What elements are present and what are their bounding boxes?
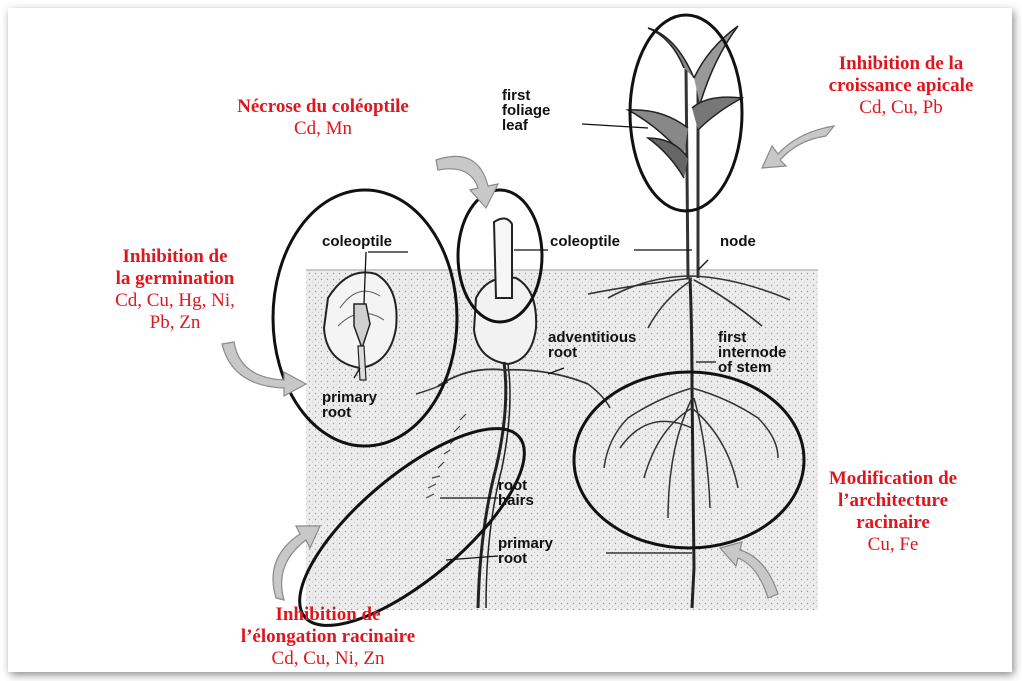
- label-line: primary: [498, 536, 553, 551]
- label-line: root: [548, 345, 636, 360]
- annotation-root-architecture: Modification de l’architecture racinaire…: [788, 468, 998, 556]
- annotation-title-line2: l’élongation racinaire: [178, 626, 478, 648]
- label-primary-root-left: primary root: [322, 390, 377, 420]
- label-line: hairs: [498, 493, 534, 508]
- label-first-foliage-leaf: first foliage leaf: [502, 88, 550, 133]
- label-line: leaf: [502, 118, 550, 133]
- annotation-title-line1: Modification de: [788, 468, 998, 490]
- annotation-title-line2: l’architecture: [788, 490, 998, 512]
- label-coleoptile-center: coleoptile: [550, 234, 620, 249]
- figure-frame: first foliage leaf coleoptile coleoptile…: [8, 8, 1012, 672]
- label-adventitious-root: adventitious root: [548, 330, 636, 360]
- label-line: primary: [322, 390, 377, 405]
- annotation-title-line3: racinaire: [788, 512, 998, 534]
- annotation-metals: Cu, Fe: [788, 534, 998, 556]
- label-line: internode: [718, 345, 786, 360]
- label-line: foliage: [502, 103, 550, 118]
- arrow-apical: [762, 126, 834, 168]
- annotation-metals: Cd, Mn: [188, 118, 458, 140]
- annotation-apical-growth: Inhibition de la croissance apicale Cd, …: [796, 53, 1006, 119]
- annotation-title-line2: la germination: [70, 268, 280, 290]
- annotation-title-line1: Inhibition de la: [796, 53, 1006, 75]
- label-line: first: [718, 330, 786, 345]
- annotation-title-line1: Inhibition de: [70, 246, 280, 268]
- annotation-root-elongation: Inhibition de l’élongation racinaire Cd,…: [178, 604, 478, 670]
- annotation-title-line2: croissance apicale: [796, 75, 1006, 97]
- label-line: of stem: [718, 360, 786, 375]
- label-line: root: [498, 478, 534, 493]
- label-line: first: [502, 88, 550, 103]
- label-first-internode: first internode of stem: [718, 330, 786, 375]
- label-line: adventitious: [548, 330, 636, 345]
- label-node: node: [720, 234, 756, 249]
- annotation-title-line1: Inhibition de: [178, 604, 478, 626]
- annotation-metals-line2: Pb, Zn: [70, 312, 280, 334]
- label-coleoptile-left: coleoptile: [322, 234, 392, 249]
- label-line: root: [322, 405, 377, 420]
- arrow-germination: [222, 342, 306, 396]
- label-root-hairs: root hairs: [498, 478, 534, 508]
- annotation-title: Nécrose du coléoptile: [188, 96, 458, 118]
- annotation-metals: Cd, Cu, Ni, Zn: [178, 648, 478, 670]
- annotation-coleoptile-necrosis: Nécrose du coléoptile Cd, Mn: [188, 96, 458, 140]
- arrow-coleoptile: [436, 156, 498, 208]
- annotation-germination: Inhibition de la germination Cd, Cu, Hg,…: [70, 246, 280, 334]
- label-primary-root-bottom: primary root: [498, 536, 553, 566]
- annotation-metals-line1: Cd, Cu, Hg, Ni,: [70, 290, 280, 312]
- annotation-metals: Cd, Cu, Pb: [796, 97, 1006, 119]
- label-line: root: [498, 551, 553, 566]
